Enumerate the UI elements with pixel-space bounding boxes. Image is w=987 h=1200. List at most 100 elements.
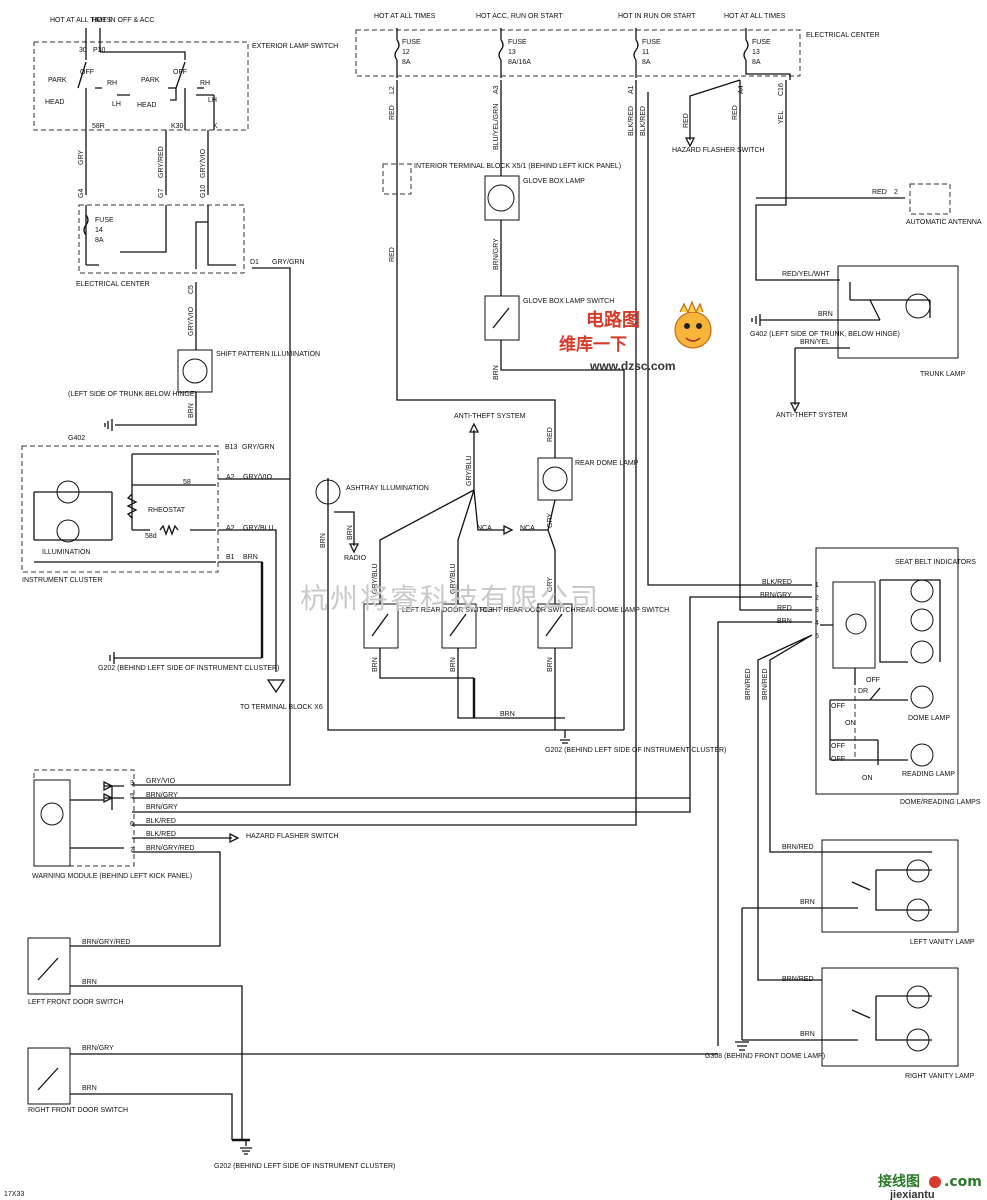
wire-blu-yel-grn: BLU/YEL/GRN [493,104,500,150]
transistor-icon [845,613,867,635]
wire-gry: GRY [78,150,85,165]
wm-pin7: 7 [130,847,134,854]
off-b-label: OFF [831,743,845,750]
trunk-lamp-label: TRUNK LAMP [920,371,965,378]
wire-red-a4: RED [732,105,739,120]
dome-lamp-icon [910,685,934,709]
page-code: 17X33 [4,1191,24,1198]
f1-num: 12 [402,49,410,56]
ic-b13: B13 [225,444,238,451]
wire-gry-blu-theft: GRY/BLU [466,455,473,486]
jx-dot-icon [929,1176,941,1188]
term-k: K [213,123,218,130]
rh-label-b: RH [200,80,210,87]
indicator-2 [910,608,934,632]
rh-label-a: RH [107,80,117,87]
ic-58: 58 [183,479,191,486]
wire-gry-blu-m: GRY/BLU [450,563,457,594]
ec-l2: L2 [389,86,396,94]
wm-wire5b: BRN/GRY [146,804,178,811]
hazard-top: RED HAZARD FLASHER SWITCH [672,79,765,154]
exterior-switch-title: EXTERIOR LAMP SWITCH [252,43,338,50]
wire-red-dome: RED [547,427,554,442]
ic-lamp-top [56,480,80,504]
right-vanity-box [821,967,959,1067]
g202-a: G202 (BEHIND LEFT SIDE OF INSTRUMENT CLU… [98,665,279,672]
off-label: OFF [866,677,880,684]
lv-wire-brn-red: BRN/RED [782,844,814,851]
f2-name: FUSE [508,39,527,46]
ic-58d: 58d [145,533,157,540]
dome-reading-lamps: SEAT BELT INDICATORS 1 2 3 4 5 BLK/RED B… [132,547,981,1046]
rv-lamp-bottom [906,1028,930,1052]
sb-pin5: 5 [815,633,819,640]
wire-gry-vio: GRY/VIO [200,148,207,178]
wire-red-yel-wht: RED/YEL/WHT [782,271,831,278]
logo-cn-b: 维库一下 [559,334,627,355]
g202-c: G202 (BEHIND LEFT SIDE OF INSTRUMENT CLU… [214,1163,395,1170]
park-label-b: PARK [141,77,160,84]
arrow-down-icon [348,543,360,554]
wm-pin6: 6 [130,821,134,828]
rear-dome-box [537,457,573,501]
g402-left: G402 [68,435,85,442]
g402-right: G402 (LEFT SIDE OF TRUNK, BELOW HINGE) [750,331,900,338]
terminal-x6: TO TERMINAL BLOCK X6 [240,704,323,711]
interior-block-box [382,163,412,195]
rfd-box [27,1047,71,1105]
radio-label: RADIO [344,555,367,562]
exterior-lamp-switch: HOT AT ALL TIMES HOT IN OFF & ACC EXTERI… [33,17,338,131]
sb-pin3: 3 [815,607,819,614]
lfd-wire-a: BRN/GRY/RED [82,939,131,946]
ground-icon [240,1140,252,1155]
anti-theft-center: ANTI-THEFT SYSTEM [454,413,526,420]
wire-brn-yel: BRN/YEL [800,339,830,346]
f2-amp: 8A/16A [508,59,531,66]
left-fuse-name: FUSE [95,217,114,224]
off-label-b: OFF [173,69,187,76]
a4-column: RED YEL [732,80,840,611]
ashtray-lamp-icon [315,479,341,505]
rv-wire-brn-red: BRN/RED [782,976,814,983]
ic-wire-a2b: GRY/BLU [243,525,274,532]
wire-brn-r: BRN [547,657,554,672]
indicator-1 [910,579,934,603]
diode-icon [103,780,114,804]
arrow-down-icon [789,402,801,413]
f4-name: FUSE [752,39,771,46]
ground-icon [109,652,262,664]
conn-d1: D1 [250,259,259,266]
sb-wire1: BLK/RED [762,579,792,586]
rv-lamp-top [906,985,930,1009]
f4-amp: 8A [752,59,761,66]
left-vanity-box [821,839,959,933]
front-door-switches: BRN/GRY/RED BRN LEFT FRONT DOOR SWITCH B… [27,937,718,1170]
wire-red-hazard: RED [683,113,690,128]
jx-cn: 接线图 [878,1173,920,1190]
glove-box: BLU/YEL/GRN GLOVE BOX LAMP BRN/GRY GLOVE… [484,80,625,730]
wire-gry-dome: GRY [547,513,554,528]
dome-lamp-label: DOME LAMP [908,715,950,722]
ant-pin: 2 [894,189,898,196]
antenna-box [909,183,951,215]
sb-pin2: 2 [815,595,819,602]
glove-switch-label: GLOVE BOX LAMP SWITCH [523,298,614,305]
mascot-eye-right [696,323,702,329]
ground-icon [560,730,570,744]
automatic-antenna: RED 2 AUTOMATIC ANTENNA [756,183,982,226]
nca-a: NCA [477,525,492,532]
f3-num: 11 [642,49,649,56]
switch-icon [371,613,389,637]
ec-hot-acc-run: HOT ACC, RUN OR START [476,13,563,20]
wm-wire3: GRY/VIO [146,778,176,785]
a1-column: BLK/RED BLK/RED [132,80,812,826]
company-watermark: 杭州将睿科技有限公司 [300,582,600,615]
term-30: 30 [79,47,87,54]
ec-c16: C16 [778,83,785,96]
reading-lamp-icon [910,743,934,767]
rear-dome-switch-label: REAR-DOME LAMP SWITCH [576,607,669,614]
wire-blk-red-a1: BLK/RED [628,106,635,136]
anti-theft-right: ANTI-THEFT SYSTEM [776,412,848,419]
left-ec-box [78,204,245,274]
